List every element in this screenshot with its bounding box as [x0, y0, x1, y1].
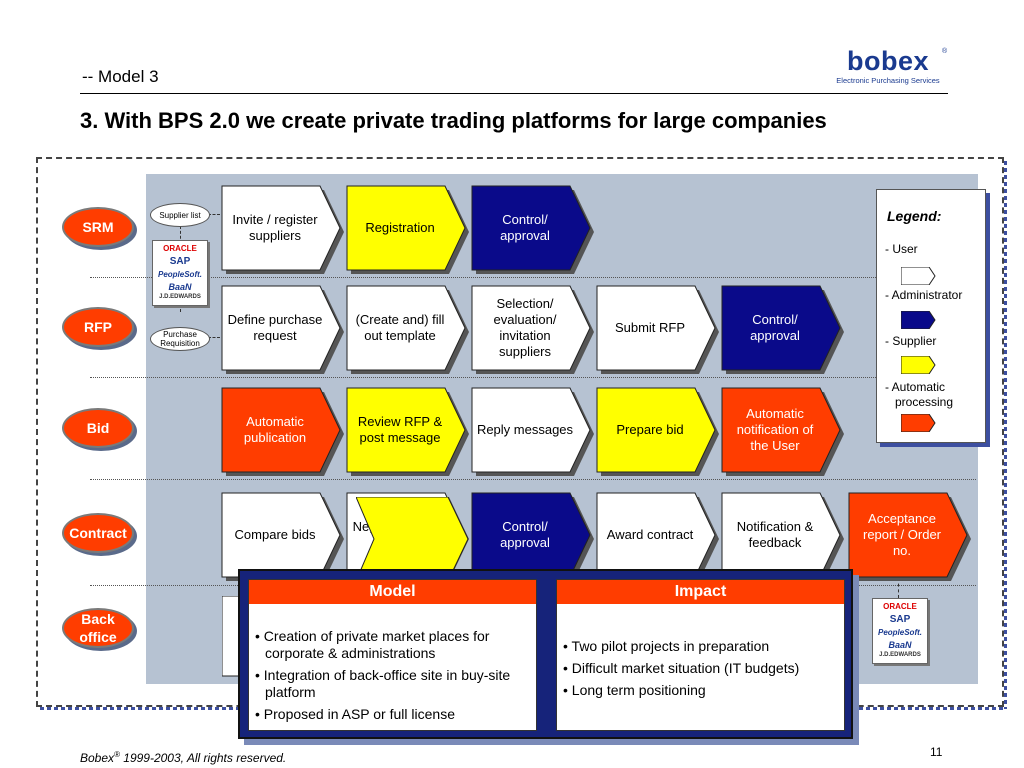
lane-divider [90, 479, 976, 480]
legend-user-label: - User [885, 242, 918, 256]
step-rfp-4: Submit RFP [596, 285, 721, 374]
page-number: 11 [930, 745, 943, 759]
step-contract-6: Acceptance report / Order no. [848, 492, 973, 581]
slide-title: 3. With BPS 2.0 we create private tradin… [80, 108, 827, 133]
step-label: Invite / register suppliers [232, 212, 318, 243]
step-srm-2: Registration [346, 185, 471, 274]
step-contract-1: Compare bids [221, 492, 346, 581]
impact-header: Impact [557, 580, 844, 604]
step-rfp-1: Define purchase request [221, 285, 346, 374]
step-label: Notification & feedback [736, 519, 814, 550]
step-bid-4: Prepare bid [596, 387, 721, 476]
step-label: Automatic notification of the User [736, 406, 814, 453]
step-label: Acceptance report / Order no. [862, 511, 942, 558]
legend-automatic-label: - Automatic processing [885, 380, 954, 409]
model-impact-panel: Model • Creation of private market place… [238, 569, 853, 739]
legend-user-swatch [901, 267, 936, 285]
lane-rfp: RFP [62, 307, 134, 347]
step-rfp-5: Control/ approval [721, 285, 846, 374]
lane-srm: SRM [62, 207, 134, 247]
step-contract-3: Control/ approval [471, 492, 596, 581]
step-label: Selection/ evaluation/ invitation suppli… [493, 296, 557, 359]
legend-supplier-label: - Supplier [885, 334, 937, 348]
lane-divider [90, 377, 976, 378]
step-label: Submit RFP [614, 320, 686, 335]
step-label: Prepare bid [616, 422, 684, 437]
connector-line [208, 214, 220, 215]
step-srm-3: Control/ approval [471, 185, 596, 274]
connector-line [898, 578, 899, 598]
erp-systems-logo: ORACLE SAP PeopleSoft. BaaN J.D.EDWARDS [872, 598, 928, 664]
step-rfp-3: Selection/ evaluation/ invitation suppli… [471, 285, 596, 374]
legend-administrator-swatch [901, 311, 936, 329]
purchase-requisition-bubble: Purchase Requisition [150, 327, 210, 351]
step-label: Compare bids [234, 527, 316, 542]
lane-bid: Bid [62, 408, 134, 448]
step-label: Control/ approval [500, 519, 550, 550]
legend-title: Legend: [887, 208, 942, 224]
step-bid-1: Automatic publication [221, 387, 346, 476]
step-contract-4: Award contract [596, 492, 721, 581]
impact-bullet: • Difficult market situation (IT budgets… [563, 660, 800, 676]
legend: Legend: - User - Administrator - Supplie… [876, 189, 986, 443]
step-label: Award contract [606, 527, 694, 542]
legend-automatic-swatch [901, 414, 936, 432]
legend-administrator-label: - Administrator [885, 288, 963, 302]
model-header: Model [249, 580, 536, 604]
step-rfp-2: (Create and) fill out template [346, 285, 471, 374]
model-bullet: • Creation of private market places for … [255, 628, 490, 661]
step-contract-5: Notification & feedback [721, 492, 846, 581]
erp-systems-logo: ORACLE SAP PeopleSoft. BaaN J.D.EDWARDS [152, 240, 208, 306]
model-box: Model • Creation of private market place… [248, 579, 537, 731]
lane-contract: Contract [62, 513, 134, 553]
connector-line [208, 337, 220, 338]
bobex-logo: bobex ® Electronic Purchasing Services [836, 46, 948, 85]
model-bullet: • Proposed in ASP or full license [255, 706, 455, 722]
lane-divider [90, 277, 976, 278]
supplier-list-bubble: Supplier list [150, 203, 210, 227]
copyright: Bobex® 1999-2003, All rights reserved. [80, 750, 287, 765]
step-bid-5: Automatic notification of the User [721, 387, 846, 476]
step-bid-2: Review RFP & post message [346, 387, 471, 476]
step-label: Define purchase request [227, 312, 323, 343]
impact-box: Impact • Two pilot projects in preparati… [556, 579, 845, 731]
step-label: (Create and) fill out template [355, 312, 445, 343]
step-label: Reply messages [476, 422, 574, 437]
frame-shadow [1004, 161, 1007, 709]
title-rule [80, 93, 948, 94]
legend-supplier-swatch [901, 356, 936, 374]
step-srm-1: Invite / register suppliers [221, 185, 346, 274]
step-label: Registration [365, 220, 435, 235]
impact-bullet: • Two pilot projects in preparation [563, 638, 770, 654]
step-label: Control/ approval [750, 312, 800, 343]
step-bid-3: Reply messages [471, 387, 596, 476]
step-label: Review RFP & post message [357, 414, 443, 445]
step-label: Control/ approval [500, 212, 550, 243]
slide-subtitle: -- Model 3 [82, 67, 159, 86]
impact-bullet: • Long term positioning [563, 682, 706, 698]
model-bullet: • Integration of back-office site in buy… [255, 667, 511, 700]
step-label: Automatic publication [243, 414, 307, 445]
lane-back-office: Back office [62, 608, 134, 648]
